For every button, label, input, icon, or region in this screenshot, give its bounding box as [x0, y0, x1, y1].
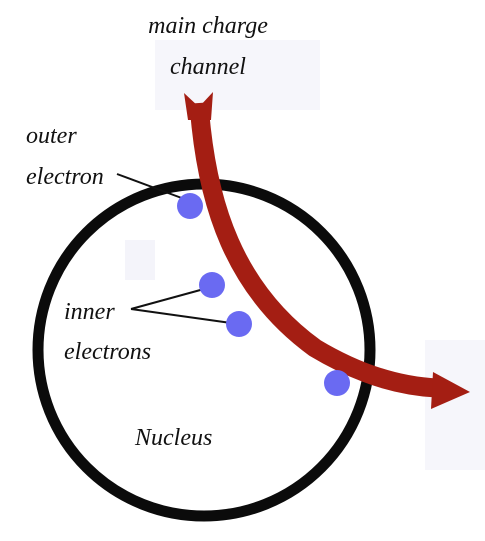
- outer-electron: [177, 193, 203, 219]
- outer-electron-label-line1: outer: [26, 123, 77, 149]
- inner-electrons-label-line1: inner: [64, 299, 115, 325]
- outer-electron-leader: [116, 173, 188, 201]
- inner-electrons-label-line2: electrons: [64, 339, 151, 365]
- charge-channel-path: [189, 102, 438, 398]
- channel-electron: [324, 370, 350, 396]
- charge-channel-tail: [184, 92, 213, 120]
- channel-label-line2: channel: [170, 54, 246, 80]
- nucleus-label: Nucleus: [134, 425, 212, 451]
- channel-label-line1: main charge: [148, 13, 268, 39]
- inner-electron: [226, 311, 252, 337]
- charge-channel-arrowhead: [431, 372, 470, 409]
- inner-electron-leader-upper: [130, 288, 205, 310]
- inner-electron: [199, 272, 225, 298]
- background-patch: [155, 40, 320, 110]
- outer-electron-label-line2: electron: [26, 164, 104, 190]
- background-patch: [125, 240, 155, 280]
- inner-electron-leader-lower: [130, 308, 232, 324]
